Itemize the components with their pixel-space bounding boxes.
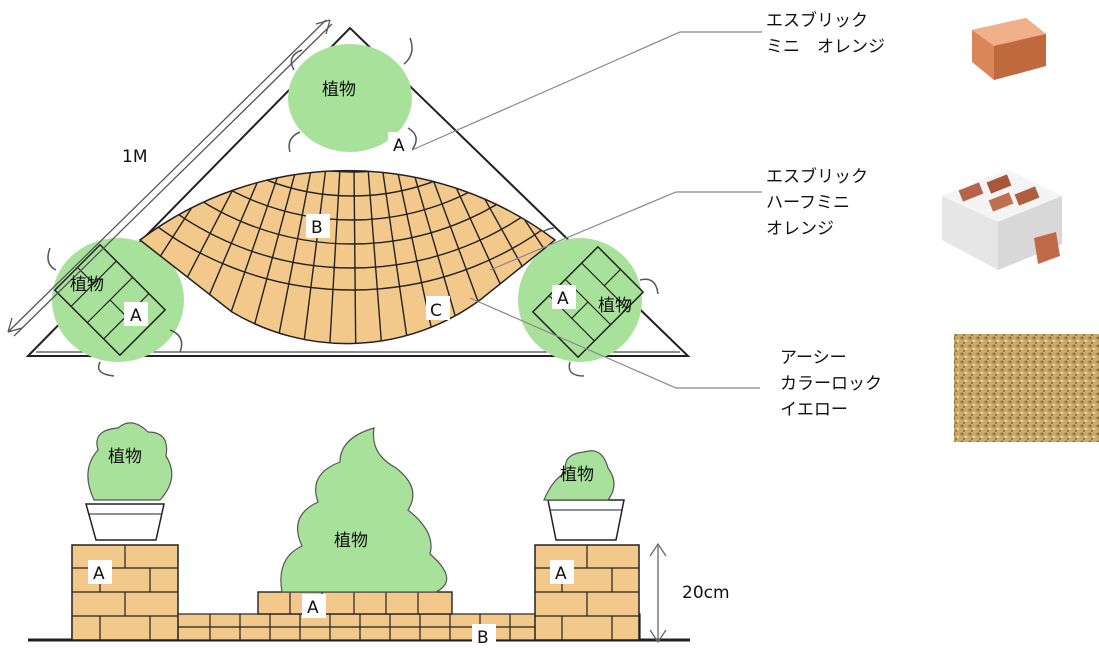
dimension-arrow-1m	[7, 19, 333, 337]
plan-plant-top	[288, 37, 417, 153]
elevation-zone-tag-a-left: A	[88, 560, 112, 584]
elevation-zone-tag-a-right: A	[550, 560, 574, 584]
elevation-plant-label-center: 植物	[334, 531, 368, 551]
brick-half-mini-orange-swatch	[942, 170, 1062, 270]
material-item-brick-half-mini: エスブリック ハーフミニ オレンジ	[766, 166, 1062, 270]
material-1-name-line-1: エスブリック	[766, 10, 868, 31]
brick-mini-orange-swatch	[972, 18, 1046, 80]
svg-text:B: B	[477, 628, 489, 648]
leader-lines	[411, 31, 762, 389]
svg-text:C: C	[430, 301, 442, 321]
elevation-plant-label-right: 植物	[560, 465, 594, 485]
plan-zone-tag-a-top: A	[388, 132, 412, 156]
plan-view: 1M 植物 植物 植物 A A A B C	[7, 19, 762, 389]
material-item-color-rock: アーシー カラーロック イエロー	[780, 334, 1099, 442]
elevation-plant-center	[280, 427, 448, 593]
plan-plant-label-left: 植物	[70, 275, 104, 295]
material-3-name-line-1: アーシー	[780, 348, 847, 368]
material-2-name-line-1: エスブリック	[766, 166, 868, 187]
svg-text:A: A	[393, 136, 405, 156]
elevation-plant-label-left: 植物	[108, 447, 142, 467]
elevation-zone-tag-b: B	[472, 624, 496, 648]
height-dimension-arrow	[649, 542, 667, 644]
svg-text:B: B	[311, 218, 323, 238]
svg-text:A: A	[307, 598, 319, 618]
svg-text:A: A	[555, 564, 567, 584]
material-item-brick-mini: エスブリック ミニ オレンジ	[766, 10, 1046, 80]
material-3-name-line-2: カラーロック	[780, 374, 882, 394]
plan-zone-tag-a-left: A	[124, 302, 148, 326]
elevation-column-left	[71, 544, 179, 641]
plan-zone-tag-b: B	[306, 214, 330, 238]
plan-zone-tag-a-right: A	[552, 285, 576, 309]
elevation-view: 植物 植物 植物 A A A B 20cm	[28, 422, 730, 648]
elevation-zone-tag-a-center: A	[302, 594, 326, 618]
material-2-name-line-3: オレンジ	[766, 219, 834, 239]
elevation-pot-right	[547, 499, 625, 541]
material-legend: エスブリック ミニ オレンジ エスブリック ハーフミニ オレンジ	[766, 10, 1099, 442]
material-1-name-line-2: ミニ オレンジ	[766, 37, 885, 57]
elevation-plant-right	[543, 450, 615, 501]
svg-text:A: A	[93, 564, 105, 584]
plan-zone-tag-c: C	[426, 296, 450, 321]
plan-fan-paving	[138, 169, 557, 345]
dimension-label-1m: 1M	[122, 147, 147, 167]
material-3-name-line-3: イエロー	[780, 400, 848, 420]
elevation-center-bed	[257, 591, 453, 615]
svg-text:A: A	[557, 289, 569, 309]
plan-brick-block-left	[53, 243, 167, 357]
height-dimension-label: 20cm	[682, 583, 730, 603]
material-2-name-line-2: ハーフミニ	[766, 193, 850, 213]
plan-triangle-outline	[25, 26, 691, 357]
svg-text:A: A	[130, 306, 142, 326]
plan-plant-label-top: 植物	[322, 80, 356, 100]
elevation-pot-left	[85, 503, 165, 541]
elevation-plant-left	[87, 422, 173, 501]
plan-plant-label-right: 植物	[598, 296, 632, 316]
color-rock-yellow-swatch	[954, 334, 1099, 442]
elevation-column-right	[534, 544, 640, 641]
